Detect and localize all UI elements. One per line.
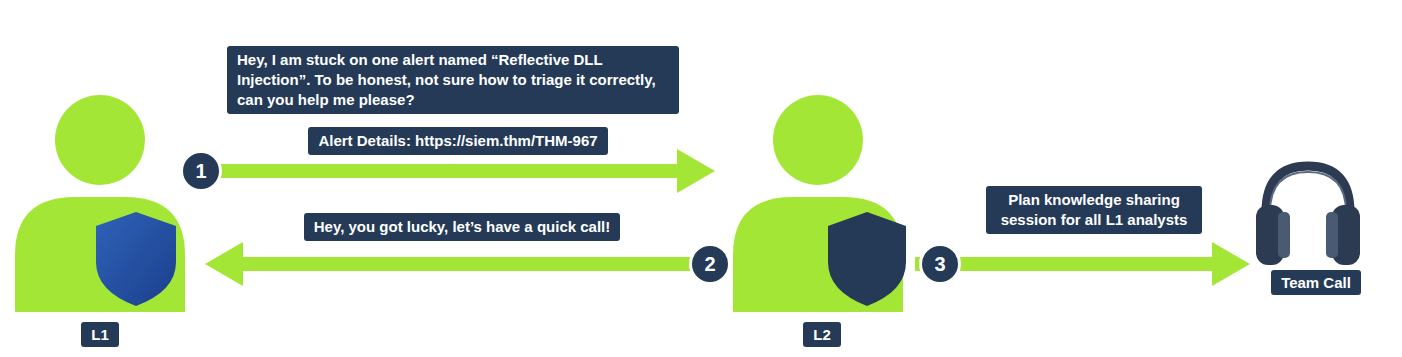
shield-icon — [96, 212, 176, 306]
message-text: Hey, you got lucky, let’s have a quick c… — [314, 217, 611, 237]
flow-arrow — [205, 242, 715, 286]
message-text: Alert Details: https://siem.thm/THM-967 — [318, 131, 597, 151]
person-icon — [15, 95, 185, 312]
callout-number: 3 — [934, 253, 945, 276]
actor-label: L1 — [81, 322, 119, 347]
person-icon — [733, 95, 906, 312]
actor-label: Team Call — [1271, 270, 1361, 295]
headphones-icon — [1256, 166, 1360, 265]
flow-arrow — [915, 242, 1250, 286]
step-number: 2 — [689, 243, 731, 285]
step-number: 3 — [919, 243, 961, 285]
callout-number: 2 — [704, 253, 715, 276]
message-text: Plan knowledge sharing session for all L… — [996, 190, 1192, 230]
actor-node: Team Call — [1250, 160, 1380, 300]
message-box: Plan knowledge sharing session for all L… — [986, 186, 1202, 234]
message-text: Hey, I am stuck on one alert named “Refl… — [237, 50, 669, 110]
message-box: Alert Details: https://siem.thm/THM-967 — [308, 127, 607, 155]
message-box: Hey, you got lucky, let’s have a quick c… — [304, 213, 621, 241]
actor-label: L2 — [803, 322, 841, 347]
callout-number: 1 — [195, 160, 206, 183]
step-number: 1 — [180, 150, 222, 192]
shield-icon — [828, 212, 906, 306]
actor-node: L2 — [715, 90, 915, 352]
message-box: Hey, I am stuck on one alert named “Refl… — [227, 46, 679, 114]
actor-node: L1 — [10, 90, 205, 352]
flow-arrow — [205, 149, 715, 193]
